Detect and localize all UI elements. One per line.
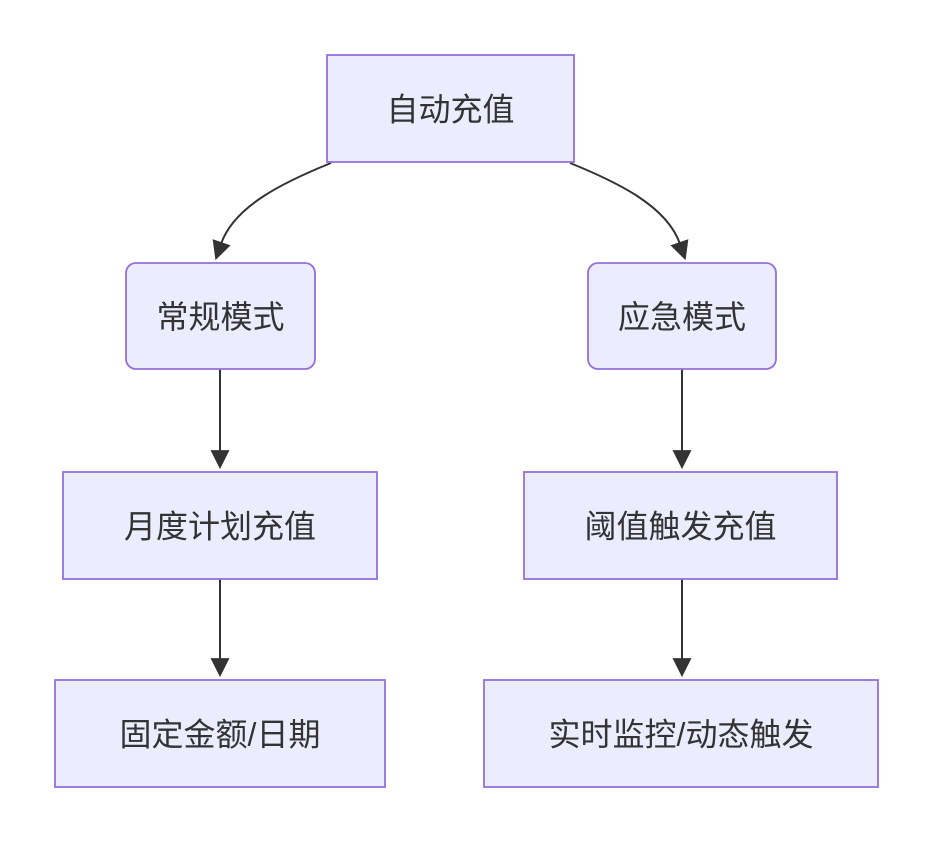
node-label: 应急模式 — [618, 299, 746, 335]
node-box — [125, 262, 316, 370]
node-label: 固定金额/日期 — [120, 717, 321, 753]
node-box — [62, 471, 378, 580]
node-box — [587, 262, 777, 370]
node-label: 月度计划充值 — [124, 509, 316, 545]
edge-root-to-emergency — [569, 162, 689, 261]
node-label: 阈值触发充值 — [584, 509, 776, 545]
node-fixed-amount-date: 固定金额/日期 — [54, 679, 386, 788]
node-box — [326, 54, 575, 163]
node-box — [523, 471, 838, 580]
node-regular-mode: 常规模式 — [125, 262, 316, 370]
node-realtime-monitor-dynamic-trigger: 实时监控/动态触发 — [483, 679, 879, 788]
node-label: 常规模式 — [156, 299, 284, 335]
edge-root-to-regular — [212, 162, 332, 261]
edges-layer — [210, 162, 692, 678]
node-label: 自动充值 — [386, 92, 514, 128]
node-threshold-trigger-recharge: 阈值触发充值 — [523, 471, 838, 580]
node-auto-recharge: 自动充值 — [326, 54, 575, 163]
node-box — [483, 679, 879, 788]
node-label: 实时监控/动态触发 — [549, 717, 814, 753]
node-monthly-plan-recharge: 月度计划充值 — [62, 471, 378, 580]
node-box — [54, 679, 386, 788]
node-emergency-mode: 应急模式 — [587, 262, 777, 370]
